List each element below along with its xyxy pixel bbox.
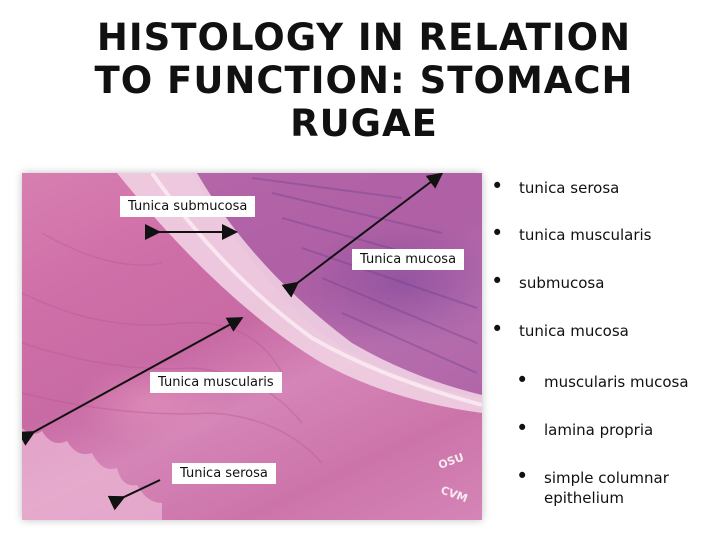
label-tunica-submucosa: Tunica submucosa bbox=[120, 196, 256, 217]
micrograph-drawing: OSU CVM bbox=[22, 173, 482, 520]
title-line-1: HISTOLOGY IN RELATION bbox=[96, 16, 632, 59]
svg-text:CVM: CVM bbox=[439, 484, 469, 506]
label-tunica-serosa: Tunica serosa bbox=[172, 463, 276, 484]
label-tunica-mucosa: Tunica mucosa bbox=[352, 249, 465, 270]
stomach-micrograph: OSU CVM Tunica submucosa Tunica mucosa T… bbox=[22, 173, 482, 520]
title-line-3: RUGAE bbox=[290, 102, 438, 145]
svg-text:OSU: OSU bbox=[437, 451, 466, 472]
mucosa-arrow bbox=[281, 173, 444, 298]
muscularis-arrow bbox=[22, 317, 244, 446]
title-line-2: TO FUNCTION: STOMACH bbox=[94, 59, 634, 102]
serosa-edge bbox=[22, 428, 162, 520]
watermark-logo: OSU CVM bbox=[437, 451, 470, 506]
label-tunica-muscularis: Tunica muscularis bbox=[150, 372, 282, 393]
slide-title: HISTOLOGY IN RELATION TO FUNCTION: STOMA… bbox=[0, 16, 728, 145]
serosa-arrow bbox=[107, 479, 161, 511]
